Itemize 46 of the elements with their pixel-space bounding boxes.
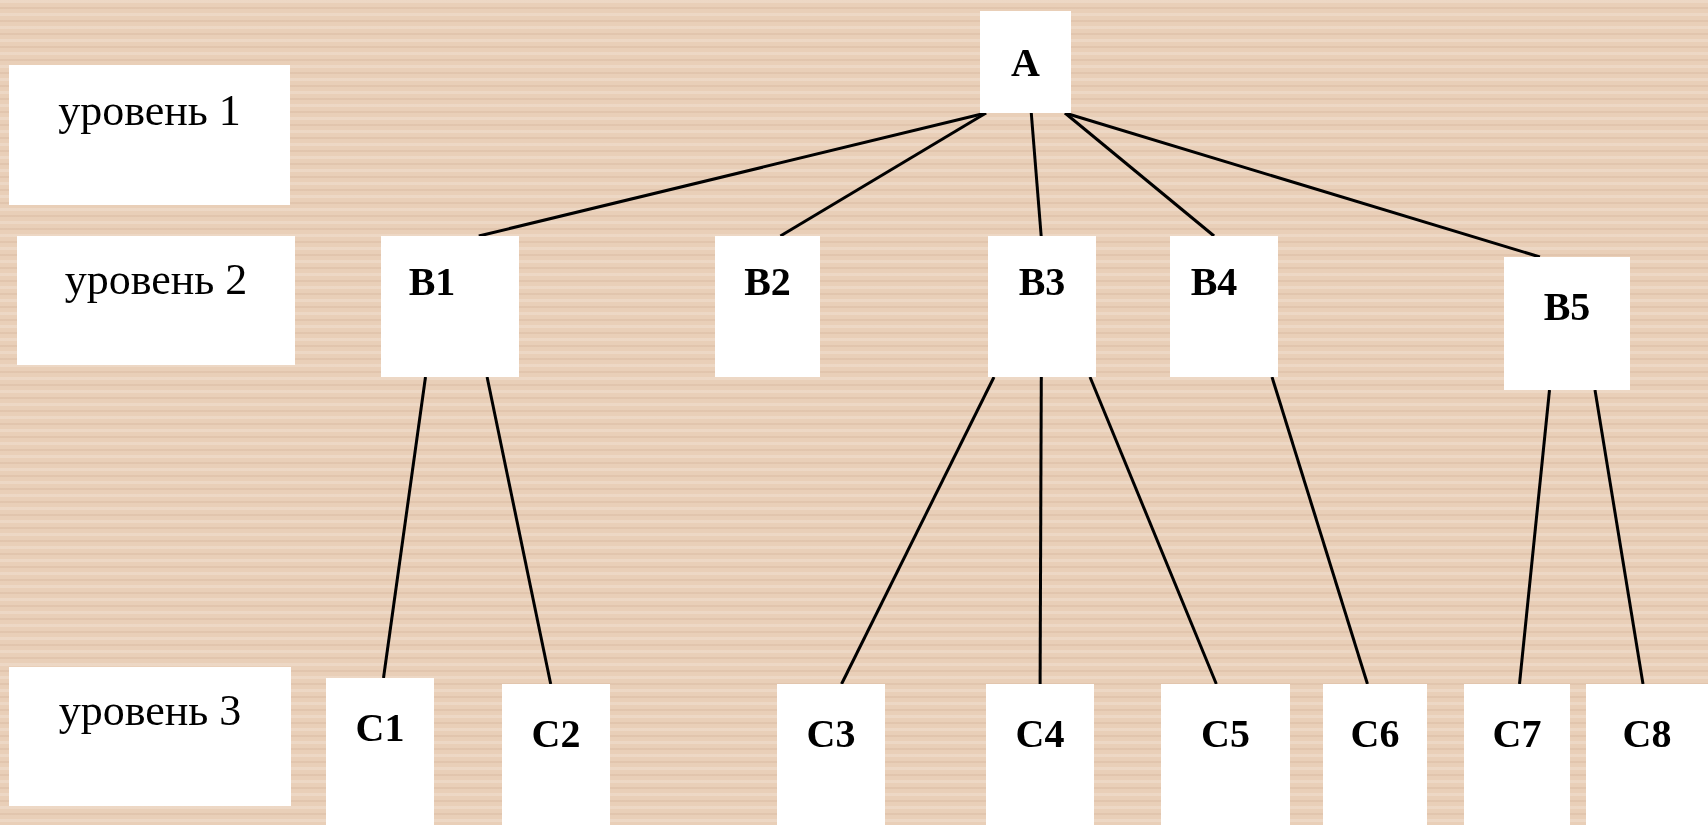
node-box [1323,684,1427,825]
connector-line [1029,112,1043,237]
node-box [1504,257,1630,390]
node-label: B4 [1189,258,1239,305]
node-label: C4 [1014,710,1066,757]
connector-line [1593,389,1645,685]
node-label: B1 [407,258,457,305]
node-box [715,236,820,377]
node-label: C3 [805,710,857,757]
connector-line [840,376,996,685]
node-box [980,11,1071,113]
node-label: A [1010,39,1041,86]
node-box [1464,684,1570,825]
node-label: B5 [1542,283,1592,330]
node-box [1586,684,1708,825]
node-label: C8 [1621,710,1673,757]
node-box [326,678,434,825]
node-box [777,684,885,825]
connector-line [1270,376,1369,685]
connector-line [1064,111,1216,238]
connector-line [1064,111,1541,259]
node-box [986,684,1094,825]
connector-line [485,376,553,685]
node-label: C1 [354,704,406,751]
node-box [502,684,610,825]
level-box [9,65,290,205]
node-label: C6 [1349,710,1401,757]
level-label: уровень 3 [57,685,243,736]
node-label: C2 [530,710,582,757]
level-label: уровень 1 [57,85,242,136]
connector-line [1518,389,1551,685]
node-box [988,236,1096,377]
node-label: B3 [1017,258,1067,305]
connector-line [382,376,427,679]
connector-line [1038,377,1043,684]
level-box [9,667,291,806]
node-label: B2 [743,258,792,305]
connector-line [779,111,987,238]
node-label: C5 [1200,710,1251,757]
node-box [381,236,519,377]
node-box [1170,236,1278,377]
node-box [1161,684,1290,825]
level-label: уровень 2 [63,254,249,305]
connector-line [1088,376,1218,685]
level-box [17,236,295,365]
node-label: C7 [1491,710,1543,757]
